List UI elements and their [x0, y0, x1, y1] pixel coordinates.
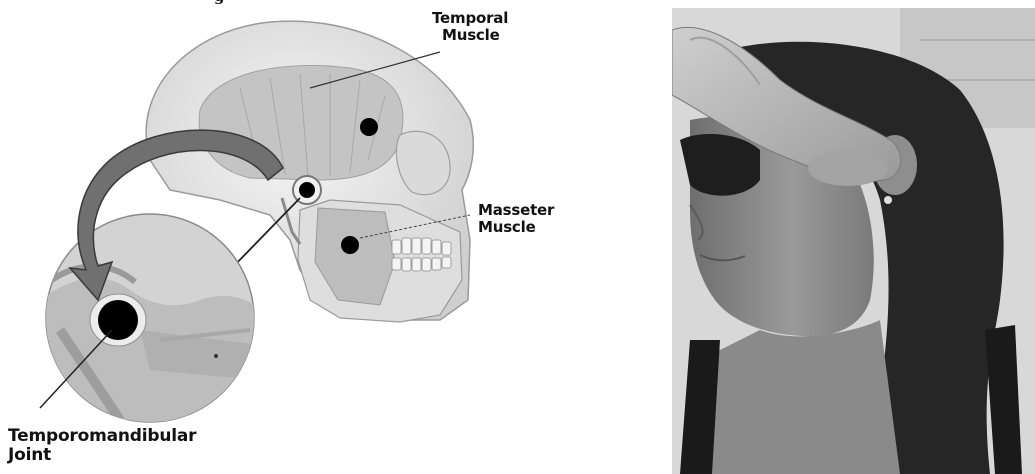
- tmj-label-line1: Temporomandibular: [8, 427, 196, 446]
- tmj-magnified-marker: [98, 300, 138, 340]
- tmj-marker: [299, 182, 315, 198]
- device-head: [808, 150, 888, 186]
- temporal-muscle-marker: [360, 118, 378, 136]
- masseter-muscle-label: Masseter Muscle: [478, 202, 554, 236]
- joint-magnifier: [40, 214, 260, 430]
- temporal-label-line2: Muscle: [432, 27, 508, 44]
- temporal-muscle-label: Temporal Muscle: [432, 10, 508, 44]
- masseter-label-line1: Masseter: [478, 202, 554, 219]
- tmj-label-line2: Joint: [8, 446, 196, 465]
- sunglasses: [680, 134, 760, 196]
- top-text-fragment: g: [214, 0, 224, 5]
- masseter-muscle-marker: [341, 236, 359, 254]
- temporal-label-line1: Temporal: [432, 10, 508, 27]
- masseter-label-line2: Muscle: [478, 219, 554, 236]
- tmj-label: Temporomandibular Joint: [8, 427, 196, 465]
- therapy-photo: [672, 8, 1035, 474]
